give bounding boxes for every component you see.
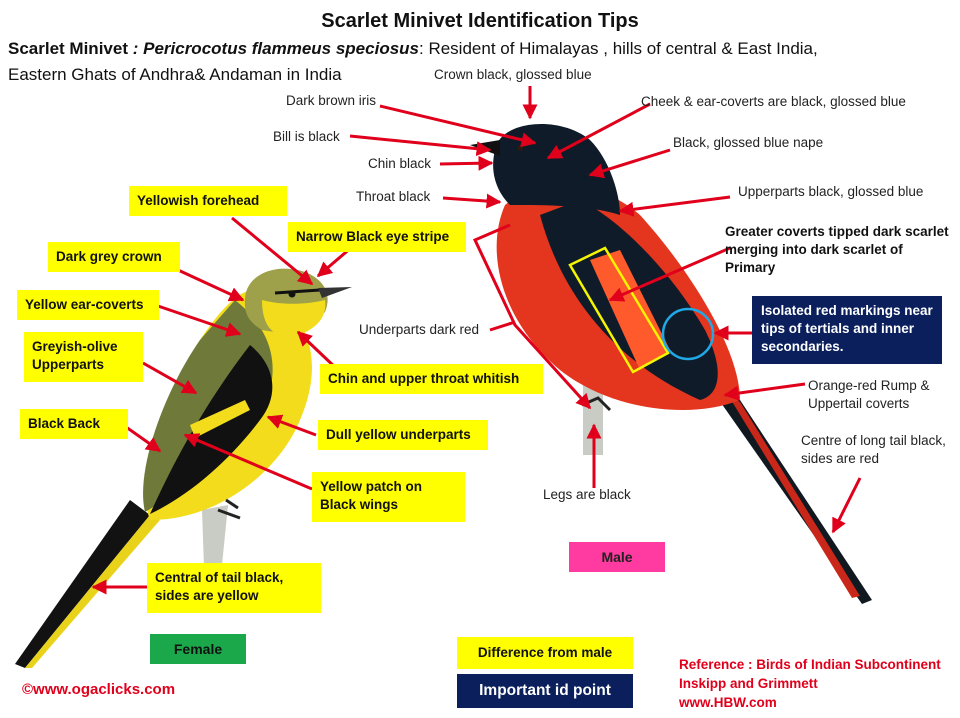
female-bird-illustration	[15, 268, 352, 668]
label-eye-stripe: Narrow Black eye stripe	[288, 222, 466, 252]
label-forehead: Yellowish forehead	[129, 186, 287, 216]
reference-line-1: Reference : Birds of Indian Subcontinent	[679, 657, 941, 672]
label-dull-underparts: Dull yellow underparts	[318, 420, 488, 450]
label-chin-throat: Chin and upper throat whitish	[320, 364, 543, 394]
label-throat: Throat black	[356, 189, 431, 204]
page-title: Scarlet Minivet Identification Tips	[321, 10, 639, 32]
male-arrows	[349, 86, 862, 534]
greater-coverts-highlight	[568, 246, 670, 374]
female-tag: Female	[150, 634, 246, 664]
label-dark-grey-crown: Dark grey crown	[48, 242, 180, 272]
scientific-separator: :	[128, 39, 144, 58]
label-isolated-markings: Isolated red markings near tips of terti…	[752, 296, 942, 364]
reference-block: Reference : Birds of Indian Subcontinent…	[679, 655, 941, 712]
label-tail-male: Centre of long tail black, sides are red	[801, 433, 946, 466]
label-underparts: Underparts dark red	[359, 322, 480, 337]
male-tag: Male	[569, 542, 665, 572]
label-wing-patch: Yellow patch on Black wings	[312, 472, 465, 522]
female-eye-stripe	[274, 288, 321, 295]
isolated-markings-highlight	[661, 307, 715, 361]
copyright-credit[interactable]: ©www.ogaclicks.com	[22, 681, 176, 698]
female-bill	[318, 287, 352, 298]
label-upperparts: Upperparts black, glossed blue	[738, 184, 924, 199]
legend-difference: Difference from male	[457, 637, 633, 669]
female-tail-yellow-edge	[25, 515, 160, 668]
label-rump: Orange-red Rump & Uppertail coverts	[808, 378, 930, 411]
female-perch	[202, 505, 228, 567]
range-line-1: : Resident of Himalayas , hills of centr…	[419, 39, 818, 58]
female-wing-yellow-patch	[190, 400, 250, 438]
reference-link[interactable]: www.HBW.com	[679, 695, 777, 710]
female-eye	[288, 290, 296, 298]
range-line-2: Eastern Ghats of Andhra& Andaman in Indi…	[8, 65, 342, 84]
label-legs: Legs are black	[543, 487, 631, 502]
label-iris: Dark brown iris	[286, 93, 377, 108]
label-greater-coverts: Greater coverts tipped dark scarlet merg…	[725, 224, 949, 275]
label-black-back: Black Back	[20, 409, 128, 439]
male-eye	[517, 145, 523, 151]
label-nape: Black, glossed blue nape	[673, 135, 824, 150]
label-cheek: Cheek & ear-coverts are black, glossed b…	[641, 94, 906, 109]
scientific-name: Pericrocotus flammeus speciosus	[143, 39, 419, 58]
label-tail-female: Central of tail black, sides are yellow	[147, 563, 321, 613]
female-legs	[217, 498, 241, 520]
male-tail-red-edge	[728, 395, 860, 598]
common-name: Scarlet Minivet	[8, 39, 128, 58]
female-arrows	[91, 216, 353, 595]
female-face	[262, 300, 326, 338]
label-crown: Crown black, glossed blue	[434, 67, 592, 82]
male-wing-red-patch	[590, 250, 670, 370]
label-greyish-upperparts: Greyish-olive Upperparts	[24, 332, 143, 382]
legend-important: Important id point	[457, 674, 633, 708]
reference-line-2: Inskipp and Grimmett	[679, 676, 818, 691]
label-chin: Chin black	[368, 156, 432, 171]
label-bill: Bill is black	[273, 129, 340, 144]
female-tail	[15, 500, 150, 668]
label-ear-coverts: Yellow ear-coverts	[17, 290, 159, 320]
intro-text: Scarlet Minivet : Pericrocotus flammeus …	[8, 36, 948, 88]
